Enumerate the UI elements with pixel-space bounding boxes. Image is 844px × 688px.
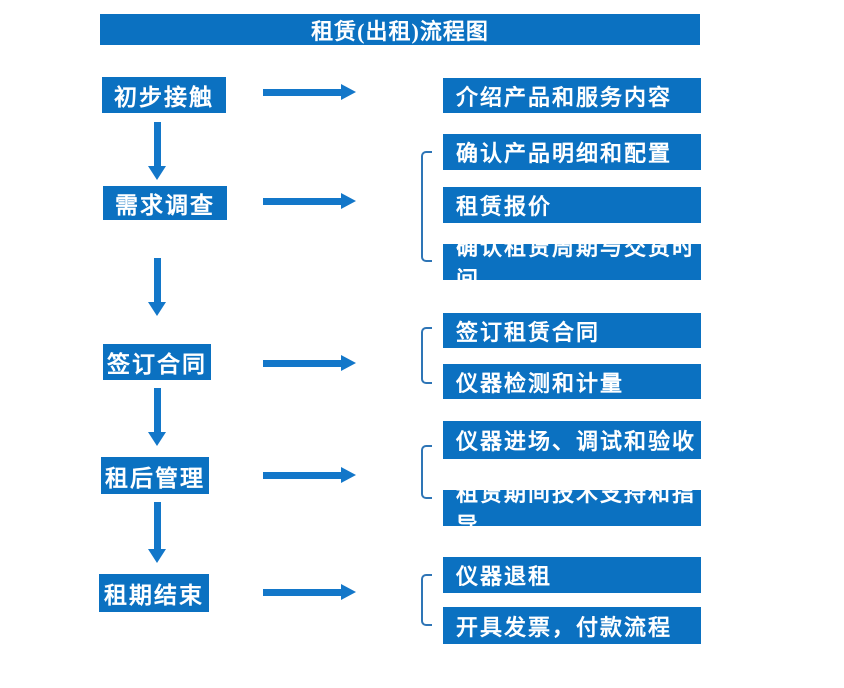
arrow-head — [341, 467, 356, 483]
arrow-head — [148, 302, 166, 316]
arrow-head — [148, 432, 166, 446]
detail-box-introduce-products-services: 介绍产品和服务内容 — [443, 78, 701, 113]
arrow-down-icon — [148, 122, 166, 180]
arrow-right-icon — [263, 193, 356, 209]
arrow-head — [148, 166, 166, 180]
detail-box-sign-rental-contract: 签订租赁合同 — [443, 313, 701, 348]
step-label: 需求调查 — [115, 193, 215, 218]
step-label: 租后管理 — [105, 465, 205, 491]
arrow-right-icon — [263, 584, 356, 600]
detail-label: 仪器退租 — [456, 564, 553, 589]
step-label: 租期结束 — [104, 583, 204, 608]
step-box-rental-end: 租期结束 — [99, 574, 209, 612]
detail-box-instrument-setup-acceptance: 仪器进场、调试和验收 — [443, 421, 701, 459]
detail-label: 租赁期间技术支持和指导 — [456, 481, 697, 538]
step-box-initial-contact: 初步接触 — [102, 77, 226, 113]
step-label: 初步接触 — [114, 85, 214, 110]
arrow-down-icon — [148, 258, 166, 316]
detail-box-instrument-testing-metering: 仪器检测和计量 — [443, 364, 701, 399]
detail-label: 介绍产品和服务内容 — [456, 84, 673, 110]
arrow-shaft — [153, 388, 161, 432]
detail-label: 确认租赁周期与交货时间 — [456, 235, 697, 292]
detail-box-confirm-product-details: 确认产品明细和配置 — [443, 134, 701, 170]
arrow-down-icon — [148, 502, 166, 563]
step-box-post-rental-management: 租后管理 — [101, 457, 209, 494]
flowchart-title: 租赁(出租)流程图 — [311, 18, 489, 44]
detail-label: 仪器进场、调试和验收 — [456, 429, 697, 454]
arrow-right-icon — [263, 467, 356, 483]
step-label: 签订合同 — [107, 352, 207, 377]
arrow-head — [341, 584, 356, 600]
detail-box-rental-quotation: 租赁报价 — [443, 187, 701, 223]
detail-box-invoice-payment-process: 开具发票，付款流程 — [443, 607, 701, 644]
flowchart-title-bar: 租赁(出租)流程图 — [100, 14, 700, 45]
detail-box-confirm-rental-period-delivery: 确认租赁周期与交货时间 — [443, 235, 701, 292]
detail-box-technical-support-guidance: 租赁期间技术支持和指导 — [443, 481, 701, 538]
arrow-shaft — [263, 88, 341, 96]
detail-label: 签订租赁合同 — [456, 319, 601, 345]
detail-label: 确认产品明细和配置 — [456, 141, 673, 166]
group-bracket-icon — [421, 151, 432, 262]
group-bracket-icon — [421, 445, 432, 499]
arrow-right-icon — [263, 84, 356, 100]
arrow-shaft — [263, 359, 341, 367]
group-bracket-icon — [421, 327, 432, 384]
group-bracket-icon — [421, 574, 432, 626]
arrow-shaft — [153, 122, 161, 166]
arrow-shaft — [263, 197, 341, 205]
detail-box-instrument-return: 仪器退租 — [443, 557, 701, 593]
arrow-shaft — [263, 471, 341, 479]
arrow-down-icon — [148, 388, 166, 446]
arrow-head — [148, 549, 166, 563]
arrow-shaft — [153, 258, 161, 302]
detail-label: 租赁报价 — [456, 194, 553, 219]
detail-label: 仪器检测和计量 — [456, 370, 625, 396]
step-box-demand-survey: 需求调查 — [103, 186, 227, 220]
detail-label: 开具发票，付款流程 — [456, 614, 673, 640]
arrow-head — [341, 355, 356, 371]
arrow-head — [341, 193, 356, 209]
arrow-shaft — [263, 588, 341, 596]
arrow-head — [341, 84, 356, 100]
arrow-shaft — [153, 502, 161, 549]
arrow-right-icon — [263, 355, 356, 371]
step-box-sign-contract: 签订合同 — [103, 344, 211, 380]
